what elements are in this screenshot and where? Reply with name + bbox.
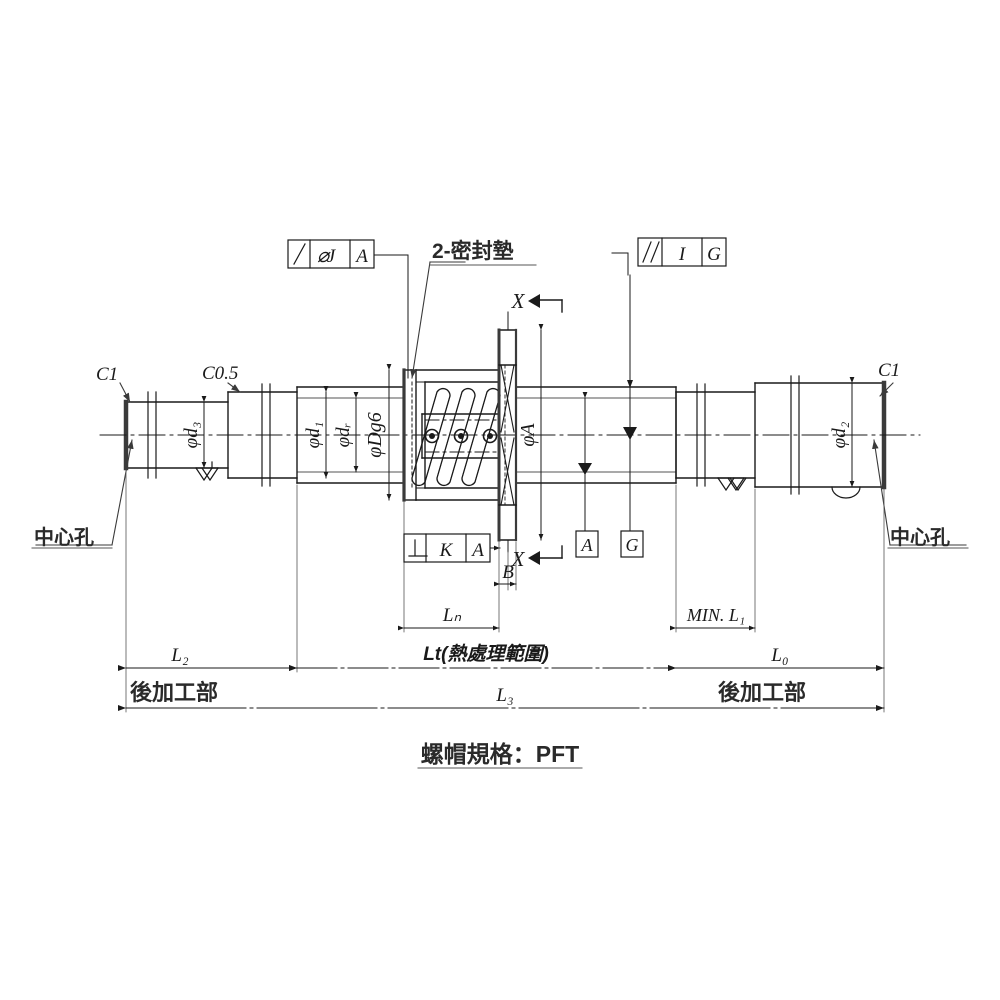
surface-finish-marks [195,461,861,499]
chamfer-right-end-label: C1 [878,360,900,381]
fcf-top-right-tolerance: I [678,244,687,265]
seal-note-leader [410,261,466,379]
chamfer-leaders [119,382,894,403]
drawing-caption: 螺帽規格：PFT [421,741,579,767]
fcf-top-right-box[interactable] [637,237,727,267]
dim-B-label: B [502,562,514,583]
seal-element [500,364,515,506]
section-x-top-label: X [511,289,526,313]
center-hole-right-label: 中心孔 [890,525,950,549]
datum-triangle-g [623,427,637,440]
center-hole-leaders [35,439,967,546]
section-x-bottom-label: X [511,547,526,571]
seal-note-label: 2-密封墊 [432,239,514,263]
datum-box-g-label: G [626,535,639,555]
dia-A-label: φA [517,423,539,447]
dim-L3-label: L₂ [170,645,189,666]
fcf-bottom-left-tolerance: K [439,540,454,561]
fcf-top-right-datum: G [707,244,721,265]
post-machining-left-label: 後加工部 [130,680,218,705]
seal-flange-right [497,328,518,542]
chamfer-left-step-label: C0.5 [202,363,238,384]
tube-retaining-screws [424,428,498,444]
dia-d1-label: φd₁ [303,422,324,449]
section-arrow-bottom [539,545,563,559]
fcf-bottom-left-box[interactable] [403,533,491,563]
note-underlines [31,264,969,769]
section-arrowhead-top [528,294,540,308]
fcf-top-left-datum: A [354,246,368,267]
center-hole-left-label: 中心孔 [34,525,94,549]
dim-L1-label: MIN. L₁ [686,605,745,625]
section-arrowhead-bottom [528,551,540,565]
fcf-bottom-left-datum: A [470,540,484,561]
extension-lines [125,469,885,713]
fcf-top-left-tolerance: J [327,246,337,267]
fcf-top-left-box[interactable] [287,239,375,269]
dia-dr-label: φdᵣ [333,423,354,448]
chamfer-left-end-label: C1 [96,364,118,385]
dim-L2-label: L₀ [770,645,788,666]
datum-box-a-label: A [581,535,594,555]
dim-L0-label: L₃ [495,685,513,706]
datum-box-a[interactable] [575,530,599,558]
dia-Dg6-label: φDg6 [364,412,386,458]
datum-box-g[interactable] [620,530,644,558]
dia-d3-label: φd₃ [181,422,202,449]
datum-triangle-a [578,463,592,475]
dim-Ln-label: Lₙ [442,605,462,626]
dim-Lt-label: Lt(熱處理範圍) [423,643,549,665]
fcf-top-left-symbol-dia: ⌀ [317,245,331,267]
section-arrow-top [539,299,563,313]
nut-hidden-lines [411,381,500,489]
post-machining-right-label: 後加工部 [718,680,806,705]
dia-d2-label: φd₂ [829,421,850,448]
diameter-dimension-lines [201,324,855,541]
